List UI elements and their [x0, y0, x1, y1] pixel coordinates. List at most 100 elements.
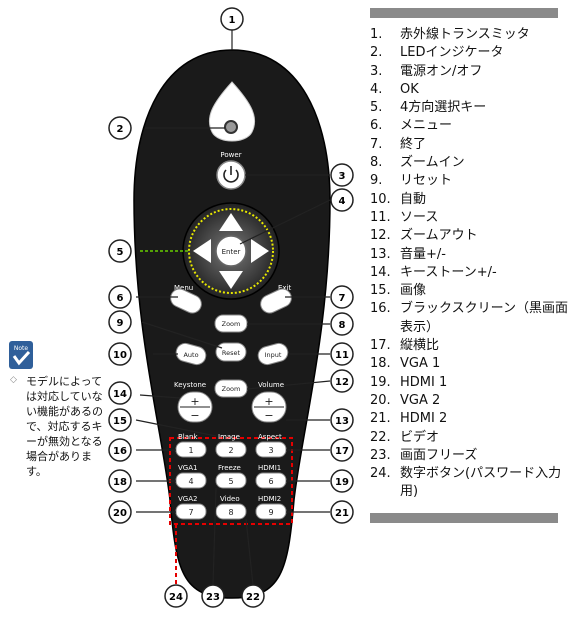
enter-label: Enter [222, 248, 241, 256]
legend-item-text: ズームアウト [400, 228, 478, 244]
legend-item-number: 2. [370, 45, 383, 61]
led-indicator [224, 120, 238, 134]
power-label: Power [220, 151, 241, 159]
hdmi2-label: HDMI2 [258, 495, 281, 503]
power-icon [223, 166, 239, 183]
legend-item-text: リセット [400, 173, 453, 189]
menu-button[interactable] [168, 286, 205, 316]
legend-item-text: 電源オン/オフ [400, 63, 483, 79]
callout-12-label: 12 [335, 377, 349, 388]
legend-item: 11. ソース [370, 209, 575, 227]
callout-9 [108, 310, 132, 334]
legend-item-number: 11. [370, 209, 391, 225]
vga2-label: VGA2 [178, 495, 197, 503]
key-8-button[interactable] [215, 503, 247, 520]
callout-19-label: 19 [335, 477, 349, 488]
video-label: Video [220, 495, 240, 503]
key-5-button[interactable] [215, 472, 247, 489]
legend-item: 18.VGA 1 [370, 355, 575, 373]
callout-16-label: 16 [113, 446, 127, 457]
callout-6 [108, 285, 132, 309]
legend-item-text: キーストーン+/- [400, 264, 497, 280]
callout-23-label: 23 [206, 592, 220, 603]
callout-18-label: 18 [113, 477, 127, 488]
key-4-label: 4 [188, 477, 193, 486]
callout-12 [330, 369, 354, 393]
key-3-label: 3 [268, 446, 273, 455]
legend-item-number: 22. [370, 429, 391, 445]
legend-item: 24.数字ボタン(パスワード入力用) [370, 465, 575, 502]
callout-20 [108, 500, 132, 524]
input-label: Input [265, 351, 282, 359]
reset-button[interactable] [215, 342, 247, 362]
dpad-up-button[interactable] [219, 213, 243, 231]
legend-item: 6. メニュー [370, 117, 575, 135]
callout-21 [330, 500, 354, 524]
callout-13 [330, 408, 354, 432]
key-2-button[interactable] [215, 441, 247, 458]
callout-6-label: 6 [117, 293, 124, 304]
key-7-label: 7 [188, 508, 193, 517]
freeze-label: Freeze [218, 464, 241, 472]
dpad-highlight [188, 208, 274, 294]
bullet-diamond-icon: ◇ [10, 375, 17, 385]
led-window [208, 81, 256, 142]
volume-plus: + [264, 395, 273, 408]
legend-item: 22. ビデオ [370, 429, 575, 447]
legend-item-text: 画像 [400, 283, 427, 299]
callout-17 [330, 438, 354, 462]
legend-item: 2. LEDインジケータ [370, 44, 575, 62]
legend-item-text: VGA 2 [400, 392, 441, 408]
legend-item-text: HDMI 1 [400, 374, 448, 390]
exit-button[interactable] [258, 286, 295, 316]
auto-button[interactable] [174, 341, 208, 366]
legend-item-number: 9. [370, 173, 383, 189]
legend-item-text: 画面フリーズ [400, 447, 478, 463]
legend-item-text: 自動 [400, 191, 427, 207]
callout-3 [330, 163, 354, 187]
legend-item: 15.画像 [370, 282, 575, 300]
legend-item-text: ブラックスクリーン（黒画面表示） [400, 301, 568, 335]
callout-20-label: 20 [113, 508, 127, 519]
legend-item: 8.ズームイン [370, 154, 575, 172]
dpad-down-button[interactable] [219, 271, 243, 289]
callout-1-label: 1 [229, 15, 236, 26]
dpad-right-button[interactable] [251, 239, 269, 263]
dpad-left-button[interactable] [193, 239, 211, 263]
legend-item-text: メニュー [400, 118, 453, 134]
legend-item-text: LEDインジケータ [400, 45, 504, 61]
legend-item: 3.電源オン/オフ [370, 63, 575, 81]
note-icon-label: Note [14, 345, 29, 352]
legend-item-text: ソース [400, 209, 439, 225]
aspect-label: Aspect [258, 433, 282, 441]
callout-11 [330, 342, 354, 366]
callout-4 [330, 188, 354, 212]
legend-item-number: 17. [370, 338, 391, 354]
callout-23 [201, 584, 225, 608]
input-button[interactable] [256, 341, 290, 366]
callout-8 [330, 312, 354, 336]
legend-item-number: 6. [370, 118, 383, 134]
legend-item-text: ビデオ [400, 429, 440, 445]
enter-button[interactable] [215, 235, 247, 267]
callout-15-label: 15 [113, 416, 127, 427]
key-6-label: 6 [268, 477, 273, 486]
callout-2 [108, 116, 132, 140]
callout-9-label: 9 [117, 318, 124, 329]
key-5-label: 5 [228, 477, 233, 486]
callout-24-label: 24 [169, 592, 183, 603]
legend-item-number: 16. [370, 301, 391, 317]
key-2-label: 2 [228, 446, 233, 455]
callout-24 [164, 584, 188, 608]
legend-top-bar [370, 8, 558, 18]
callout-19 [330, 469, 354, 493]
callout-5-label: 5 [117, 247, 124, 258]
remote-diagram: Power Enter Menu Exit Zoom Reset Auto In… [108, 7, 354, 608]
legend-item-number: 1. [370, 27, 383, 42]
blank-label: Blank [178, 433, 198, 441]
legend-item-number: 14. [370, 264, 391, 280]
keystone-plus: + [190, 395, 199, 408]
keystone-label: Keystone [174, 381, 206, 389]
zoom-out-label: Zoom [222, 385, 241, 393]
